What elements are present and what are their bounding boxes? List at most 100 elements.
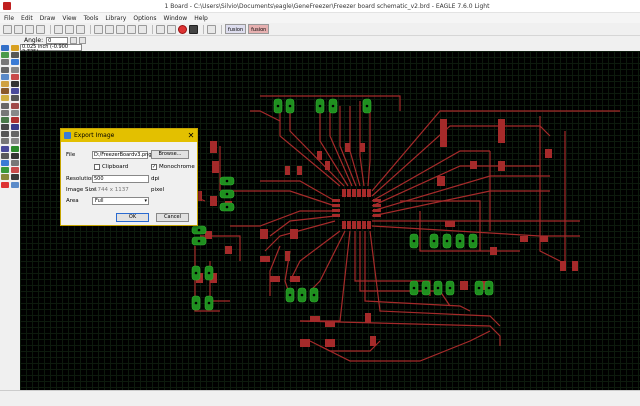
redo-icon[interactable]	[167, 24, 176, 34]
image-size-label: Image Size	[66, 187, 97, 193]
mirror-tool-icon[interactable]	[1, 66, 9, 73]
ok-button[interactable]: OK	[116, 213, 149, 222]
browse-button[interactable]: Browse...	[151, 150, 189, 159]
menu-view[interactable]: View	[62, 14, 77, 22]
undo-icon[interactable]	[156, 24, 165, 34]
angle-select[interactable]: 0	[46, 36, 69, 44]
value-tool-icon[interactable]	[1, 102, 9, 109]
tool-palette	[0, 44, 20, 390]
status-bar	[0, 390, 640, 406]
mark-tool-icon[interactable]	[11, 52, 19, 59]
print-icon[interactable]	[25, 24, 34, 34]
board-canvas[interactable]	[20, 51, 640, 390]
board-schematic-icon[interactable]	[54, 24, 63, 34]
dialog-app-icon	[64, 132, 71, 139]
close-icon[interactable]: ✕	[187, 130, 195, 140]
clipboard-checkbox[interactable]	[94, 164, 100, 170]
split-tool-icon[interactable]	[11, 109, 19, 116]
zoom-select-icon[interactable]	[138, 24, 147, 34]
toolbar: fusion fusion	[0, 23, 640, 36]
stop-icon[interactable]	[178, 24, 187, 34]
polygon-tool-icon[interactable]	[1, 145, 9, 152]
auto-tool-icon[interactable]	[11, 167, 19, 174]
area-label: Area	[66, 198, 79, 204]
ratsnest-tool-icon[interactable]	[1, 167, 9, 174]
menu-options[interactable]: Options	[133, 14, 157, 22]
route-tool-icon[interactable]	[11, 116, 19, 123]
area-select-value: Full	[95, 198, 104, 204]
lock-tool-icon[interactable]	[1, 95, 9, 102]
menu-help[interactable]: Help	[194, 14, 208, 22]
menu-library[interactable]: Library	[105, 14, 127, 22]
show-tool-icon[interactable]	[11, 45, 19, 51]
clipboard-label: Clipboard	[102, 164, 129, 170]
group-tool-icon[interactable]	[1, 73, 9, 80]
ulp-icon[interactable]	[76, 24, 85, 34]
attribute-tool-icon[interactable]	[1, 160, 9, 166]
rect-tool-icon[interactable]	[11, 138, 19, 145]
save-icon[interactable]	[14, 24, 23, 34]
dimension-tool-icon[interactable]	[11, 160, 19, 166]
optimize-tool-icon[interactable]	[1, 116, 9, 123]
ripup-tool-icon[interactable]	[1, 124, 9, 131]
menu-file[interactable]: File	[4, 14, 15, 22]
script-icon[interactable]	[65, 24, 74, 34]
help-icon[interactable]	[207, 24, 216, 34]
move-tool-icon[interactable]	[1, 59, 9, 66]
resolution-label: Resolution	[66, 176, 95, 182]
via-tool-icon[interactable]	[11, 145, 19, 152]
smash-tool-icon[interactable]	[11, 102, 19, 109]
parameter-bar: Angle: 0	[0, 36, 640, 44]
wire-tool-icon[interactable]	[11, 124, 19, 131]
go-icon[interactable]	[189, 24, 198, 34]
zoom-fit-icon[interactable]	[94, 24, 103, 34]
paste-tool-icon[interactable]	[1, 80, 9, 87]
circle-tool-icon[interactable]	[11, 131, 19, 138]
spin-icon[interactable]	[79, 36, 87, 44]
cam-icon[interactable]	[36, 24, 45, 34]
title-bar: 1 Board - C:\Users\Silvio\Documents\eagl…	[0, 0, 640, 13]
chevron-down-icon: ▾	[144, 198, 147, 204]
errors-tool-icon[interactable]	[1, 181, 9, 188]
zoom-out-icon[interactable]	[116, 24, 125, 34]
menu-tools[interactable]: Tools	[83, 14, 99, 22]
open-file-icon[interactable]	[3, 24, 12, 34]
monochrome-checkbox[interactable]: ✓	[151, 164, 157, 170]
drc-tool-icon[interactable]	[11, 174, 19, 181]
text-tool-icon[interactable]	[1, 131, 9, 138]
coordinate-display[interactable]: 0.025 inch (-0.900 2.725)	[20, 44, 82, 55]
delete-tool-icon[interactable]	[11, 80, 19, 87]
signal-tool-icon[interactable]	[1, 152, 9, 159]
export-image-dialog: Export Image ✕ File D:/FreezerBoardv3.pn…	[60, 128, 198, 226]
dialog-title: Export Image	[74, 132, 115, 139]
image-size-value: 1744 x 1137	[94, 187, 129, 193]
angle-label: Angle:	[24, 36, 44, 44]
area-select[interactable]: Full ▾	[92, 197, 149, 205]
add-tool-icon[interactable]	[1, 88, 9, 95]
hole-tool-icon[interactable]	[11, 152, 19, 159]
name-tool-icon[interactable]	[11, 95, 19, 102]
mirror-icon[interactable]	[70, 36, 78, 44]
arc-tool-icon[interactable]	[1, 138, 9, 145]
redraw-icon[interactable]	[127, 24, 136, 34]
file-input[interactable]: D:/FreezerBoardv3.png	[92, 151, 152, 159]
fusion-push-button[interactable]: fusion	[248, 24, 270, 34]
fusion-sync-button[interactable]: fusion	[225, 24, 247, 34]
info-tool-icon[interactable]	[1, 45, 9, 51]
display-tool-icon[interactable]	[1, 52, 9, 59]
miter-tool-icon[interactable]	[1, 109, 9, 116]
erc-tool-icon[interactable]	[1, 174, 9, 181]
layer-tool-icon[interactable]	[11, 181, 19, 188]
rotate-tool-icon[interactable]	[11, 66, 19, 73]
cancel-button[interactable]: Cancel	[156, 213, 189, 222]
menu-edit[interactable]: Edit	[21, 14, 33, 22]
resolution-input[interactable]: 500	[92, 175, 149, 183]
menu-draw[interactable]: Draw	[39, 14, 56, 22]
window-title: 1 Board - C:\Users\Silvio\Documents\eagl…	[164, 2, 490, 10]
change-tool-icon[interactable]	[11, 73, 19, 80]
replace-tool-icon[interactable]	[11, 88, 19, 95]
copy-tool-icon[interactable]	[11, 59, 19, 66]
menu-window[interactable]: Window	[163, 14, 188, 22]
zoom-in-icon[interactable]	[105, 24, 114, 34]
